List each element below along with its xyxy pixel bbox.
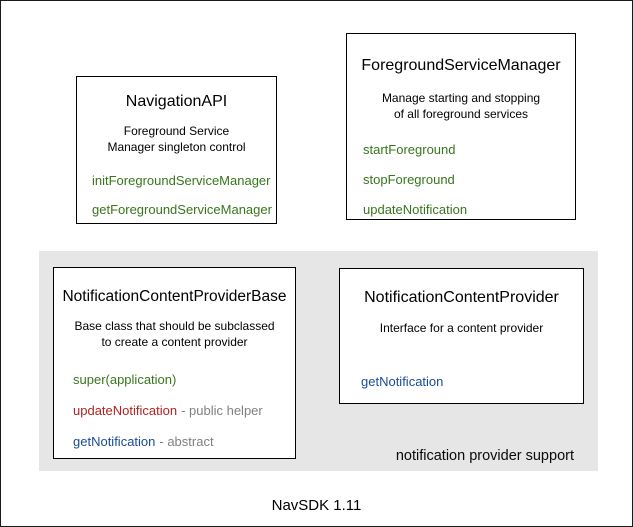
class-description: Manage starting and stopping of all fore… [347, 91, 575, 123]
method-label: getNotification [73, 433, 156, 449]
class-title: NotificationContentProvider [364, 289, 559, 306]
class-description: Foreground Service Manager singleton con… [77, 124, 276, 156]
description-line: Interface for a content provider [379, 321, 544, 335]
method-update-notification: updateNotification- public helper [73, 403, 295, 418]
description-line: Manager singleton control [107, 139, 246, 154]
class-title: NavigationAPI [125, 93, 228, 110]
method-stop-foreground: stopForeground [363, 171, 455, 187]
class-title: NotificationContentProviderBase [62, 288, 287, 305]
method-label: updateNotification [73, 402, 178, 418]
class-title: ForegroundServiceManager [361, 57, 561, 74]
method-annotation: - public helper [181, 402, 263, 418]
class-box-notification-content-provider: NotificationContentProvider Interface fo… [339, 268, 584, 404]
description-line: Base class that should be subclassed [74, 319, 275, 333]
class-description: Base class that should be subclassed to … [54, 319, 295, 351]
method-init-foreground-service-manager: initForegroundServiceManager [92, 172, 271, 188]
method-get-foreground-service-manager: getForegroundServiceManager [92, 201, 272, 217]
class-description: Interface for a content provider [340, 321, 583, 337]
method-update-notification: updateNotification [363, 201, 468, 217]
method-label: super(application) [73, 371, 177, 387]
method-list: startForeground stopForeground updateNot… [347, 142, 575, 217]
method-annotation: - abstract [159, 433, 214, 449]
description-line: of all foreground services [393, 106, 529, 121]
class-box-notification-content-provider-base: NotificationContentProviderBase Base cla… [53, 267, 296, 459]
description-line: Foreground Service [123, 124, 230, 138]
method-get-notification: getNotification [361, 373, 444, 389]
method-list: initForegroundServiceManager getForegrou… [77, 173, 276, 217]
class-box-foreground-service-manager: ForegroundServiceManager Manage starting… [346, 33, 576, 220]
diagram-caption: NavSDK 1.11 [271, 497, 362, 514]
method-list: getNotification [340, 374, 583, 389]
panel-label: notification provider support [395, 448, 574, 464]
description-line: to create a content provider [101, 334, 248, 349]
method-list: super(application) updateNotification- p… [54, 372, 295, 449]
description-line: Manage starting and stopping [381, 91, 541, 105]
method-super-application: super(application) [73, 372, 295, 387]
method-start-foreground: startForeground [363, 141, 456, 157]
method-get-notification: getNotification- abstract [73, 434, 295, 449]
class-box-navigation-api: NavigationAPI Foreground Service Manager… [76, 76, 277, 224]
